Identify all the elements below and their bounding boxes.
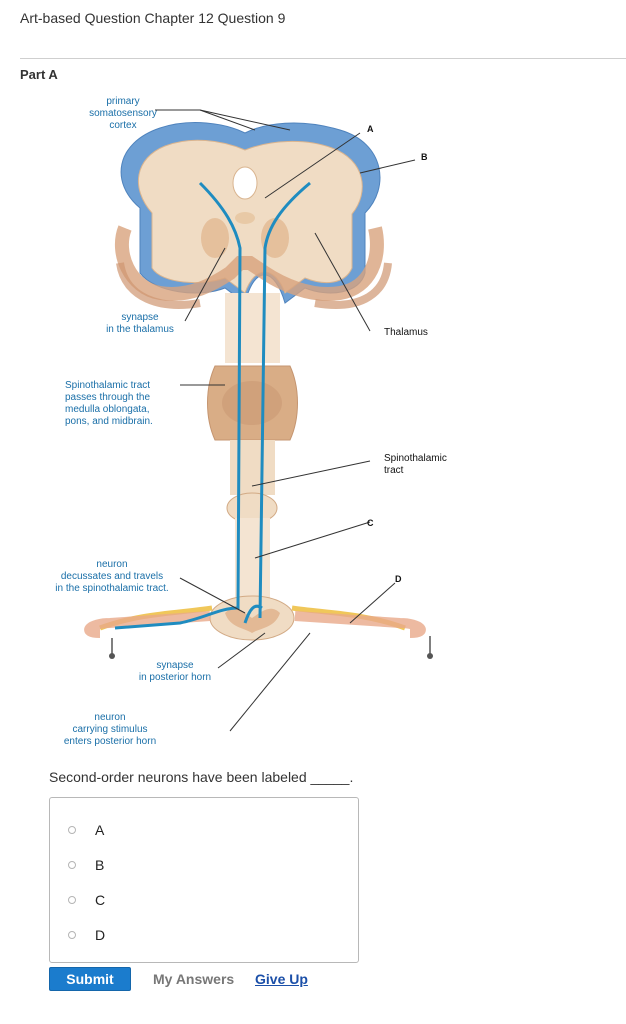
radio-a[interactable] — [68, 826, 76, 834]
label-primary-line3: cortex — [109, 120, 136, 131]
label-neuron-carrying-line3: enters posterior horn — [64, 736, 156, 747]
submit-button[interactable]: Submit — [49, 967, 131, 991]
option-a-label: A — [95, 822, 105, 838]
spinal-cord-section — [84, 595, 433, 659]
label-tract-passes-line1: Spinothalamic tract — [65, 380, 150, 391]
label-synapse-thalamus-line1: synapse — [121, 312, 159, 323]
option-c-label: C — [95, 892, 106, 908]
label-letter-d: D — [395, 574, 402, 584]
pathway-lines — [114, 181, 311, 630]
leader-lines — [155, 109, 416, 732]
part-label: Part A — [20, 67, 58, 82]
radio-c[interactable] — [68, 896, 76, 904]
label-primary-line2: somatosensory — [89, 108, 157, 119]
my-answers-link[interactable]: My Answers — [153, 971, 235, 987]
label-thalamus: Thalamus — [384, 327, 428, 338]
label-tract-passes-line2: passes through the — [65, 392, 150, 403]
give-up-link[interactable]: Give Up — [255, 971, 308, 987]
option-a[interactable]: A — [68, 820, 104, 840]
label-decussates-line3: in the spinothalamic tract. — [55, 583, 168, 594]
option-c[interactable]: C — [68, 890, 105, 910]
question-title: Art-based Question Chapter 12 Question 9 — [20, 10, 286, 26]
answer-options-box: A B C D — [49, 797, 359, 963]
option-b-label: B — [95, 857, 105, 873]
label-synapse-posterior-line1: synapse — [156, 660, 194, 671]
label-synapse-posterior-line2: in posterior horn — [139, 672, 211, 683]
option-d-label: D — [95, 927, 106, 943]
spinothalamic-pathway-figure: primary somatosensory cortex synapse in … — [40, 88, 480, 758]
label-tract-passes-line4: pons, and midbrain. — [65, 416, 153, 427]
brainstem — [207, 293, 298, 608]
brain-section — [114, 122, 392, 309]
option-b[interactable]: B — [68, 855, 104, 875]
label-letter-b: B — [421, 152, 428, 162]
label-letter-c: C — [367, 518, 374, 528]
label-neuron-carrying-line2: carrying stimulus — [72, 724, 147, 735]
option-d[interactable]: D — [68, 925, 105, 945]
label-primary-line1: primary — [106, 96, 139, 107]
label-tract-passes-line3: medulla oblongata, — [65, 404, 150, 415]
label-neuron-carrying-line1: neuron — [94, 712, 125, 723]
label-decussates-line2: decussates and travels — [61, 571, 163, 582]
label-letter-a: A — [367, 124, 374, 134]
figure-labels: primary somatosensory cortex synapse in … — [55, 96, 447, 747]
radio-b[interactable] — [68, 861, 76, 869]
label-synapse-thalamus-line2: in the thalamus — [106, 324, 174, 335]
radio-d[interactable] — [68, 931, 76, 939]
label-spinothalamic-tract-line1: Spinothalamic — [384, 453, 447, 464]
label-decussates-line1: neuron — [96, 559, 127, 570]
label-spinothalamic-tract-line2: tract — [384, 465, 404, 476]
divider — [20, 58, 626, 59]
question-text: Second-order neurons have been labeled _… — [49, 769, 354, 785]
